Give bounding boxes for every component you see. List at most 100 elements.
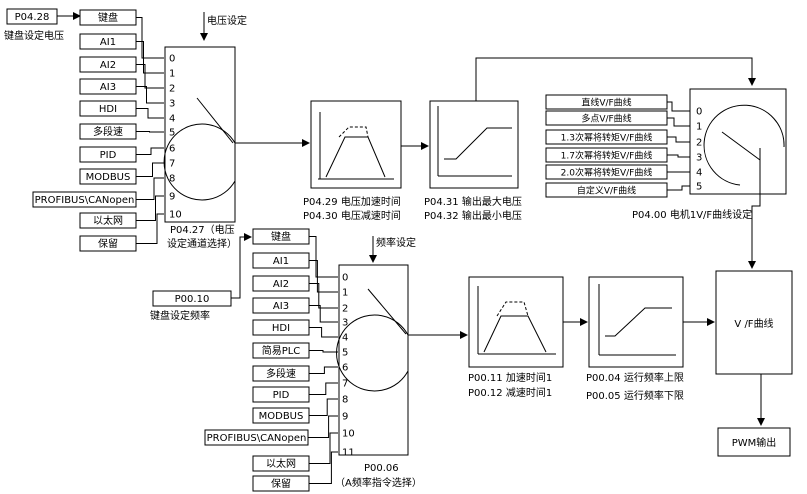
frequency-ramp-caption-2: P00.12 减速时间1 xyxy=(468,386,552,399)
frequency-channel-number: 7 xyxy=(342,379,348,390)
frequency-setting-title: 频率设定 xyxy=(376,236,416,249)
voltage-selector-caption-2: 设定通道选择） xyxy=(167,237,237,250)
voltage-channel-number: 5 xyxy=(169,128,175,139)
frequency-channel-number: 0 xyxy=(342,273,348,284)
frequency-input-label: 简易PLC xyxy=(262,344,301,357)
vf-curve-option-label: 自定义V/F曲线 xyxy=(577,185,636,197)
voltage-limit-caption-1: P04.31 输出最大电压 xyxy=(424,195,522,208)
voltage-ramp-trapezoid xyxy=(325,136,386,178)
p0428-label: P04.28 xyxy=(15,12,50,23)
voltage-input-label: AI3 xyxy=(100,82,116,93)
voltage-limit-block xyxy=(429,100,519,189)
vf-curve-option-label: 1.7次幂将转矩V/F曲线 xyxy=(561,150,653,162)
voltage-ramp-caption-2: P04.30 电压减速时间 xyxy=(303,209,401,222)
frequency-channel-number: 6 xyxy=(342,363,348,374)
frequency-input-label: AI3 xyxy=(273,301,289,312)
frequency-channel-number: 1 xyxy=(342,288,348,299)
voltage-ramp-block xyxy=(310,100,402,189)
vf-curve-option-label: 直线V/F曲线 xyxy=(581,97,631,109)
vf-channel-number: 3 xyxy=(696,153,702,164)
frequency-input-label: 保留 xyxy=(271,477,291,490)
frequency-channel-number: 4 xyxy=(342,333,348,344)
vf-curve-option-label: 2.0次幂将转矩V/F曲线 xyxy=(561,167,653,179)
vf-selector-switch xyxy=(721,131,761,161)
voltage-selector-caption-1: P04.27（电压 xyxy=(170,223,235,236)
frequency-limit-caption-1: P00.04 运行频率上限 xyxy=(586,371,684,384)
frequency-input-label: 键盘 xyxy=(271,230,291,243)
frequency-channel-number: 11 xyxy=(342,448,355,459)
voltage-input-label: HDI xyxy=(99,104,117,115)
frequency-limit-caption-2: P00.05 运行频率下限 xyxy=(586,389,684,402)
voltage-input-label: 以太网 xyxy=(93,214,123,227)
voltage-channel-number: 6 xyxy=(169,144,175,155)
voltage-input-label: AI1 xyxy=(100,37,116,48)
frequency-channel-number: 2 xyxy=(342,304,348,315)
frequency-input-label: HDI xyxy=(272,323,290,334)
frequency-setting-section: P00.10 键盘设定频率 频率设定 键盘AI1AI2AI3HDI简易PLC多段… xyxy=(150,228,715,492)
frequency-selector-arc xyxy=(336,314,409,392)
vf-curve-selector xyxy=(689,88,787,195)
voltage-ramp-dashed xyxy=(338,126,369,138)
frequency-input-label: PROFIBUS\CANopen xyxy=(207,433,307,444)
frequency-input-label: 多段速 xyxy=(266,367,296,380)
voltage-ramp-caption-1: P04.29 电压加速时间 xyxy=(303,195,401,208)
voltage-channel-selector xyxy=(164,46,236,223)
frequency-channel-selector xyxy=(338,264,409,456)
vf-channel-number: 0 xyxy=(696,107,702,118)
frequency-ramp-caption-1: P00.11 加速时间1 xyxy=(468,371,552,384)
vf-curve-caption: P04.00 电机1V/F曲线设定 xyxy=(632,208,752,221)
voltage-input-label: AI2 xyxy=(100,60,116,71)
vf-channel-number: 2 xyxy=(696,138,702,149)
frequency-input-label: AI2 xyxy=(273,279,289,290)
frequency-channel-number: 10 xyxy=(342,429,355,440)
voltage-input-label: 多段速 xyxy=(93,125,123,138)
frequency-ramp-trapezoid xyxy=(483,315,547,353)
pwm-output-block xyxy=(717,427,791,457)
frequency-input-label: 以太网 xyxy=(266,457,296,470)
frequency-selector-caption-2: （A频率指令选择） xyxy=(335,476,422,489)
voltage-channel-number: 2 xyxy=(169,84,175,95)
frequency-input-label: AI1 xyxy=(273,256,289,267)
vf-selector-arc xyxy=(703,104,785,186)
keypad-voltage-label: 键盘设定电压 xyxy=(4,29,64,42)
voltage-selector-switch xyxy=(196,97,234,144)
voltage-channel-number: 9 xyxy=(169,192,175,203)
vf-curve-output-label: V /F曲线 xyxy=(734,317,773,330)
pwm-output-label: PWM输出 xyxy=(732,436,777,449)
vf-curve-option-label: 多点V/F曲线 xyxy=(581,113,631,125)
vf-curve-option-label: 1.3次幂将转矩V/F曲线 xyxy=(561,132,653,144)
voltage-input-label: 保留 xyxy=(98,237,118,250)
frequency-limit-block xyxy=(588,276,684,368)
frequency-channel-number: 8 xyxy=(342,395,348,406)
voltage-channel-number: 8 xyxy=(169,174,175,185)
frequency-selector-caption-1: P00.06 xyxy=(364,463,399,474)
frequency-channel-number: 9 xyxy=(342,412,348,423)
voltage-channel-number: 7 xyxy=(169,159,175,170)
output-section: V /F曲线 PWM输出 xyxy=(715,270,793,457)
frequency-input-label: MODBUS xyxy=(259,411,304,422)
frequency-channel-numbers: 0 1 2 3 4 5 6 7 8 9 10 11 xyxy=(342,273,355,459)
frequency-channel-number: 3 xyxy=(342,318,348,329)
voltage-channel-number: 10 xyxy=(169,210,182,221)
frequency-input-label: PID xyxy=(273,390,290,401)
voltage-input-label: 键盘 xyxy=(98,11,118,24)
frequency-ramp-block xyxy=(468,276,564,368)
voltage-input-label: PROFIBUS\CANopen xyxy=(35,195,135,206)
voltage-selector-arc xyxy=(163,123,236,201)
voltage-input-label: MODBUS xyxy=(86,172,131,183)
frequency-limit-curve xyxy=(605,307,672,337)
voltage-setting-title: 电压设定 xyxy=(207,14,247,27)
vf-channel-number: 1 xyxy=(696,122,702,133)
frequency-channel-number: 5 xyxy=(342,348,348,359)
vf-channel-number: 4 xyxy=(696,168,702,179)
voltage-channel-number: 4 xyxy=(169,114,175,125)
vf-channel-number: 5 xyxy=(696,182,702,193)
voltage-input-label: PID xyxy=(100,150,117,161)
voltage-channel-number: 1 xyxy=(169,69,175,80)
